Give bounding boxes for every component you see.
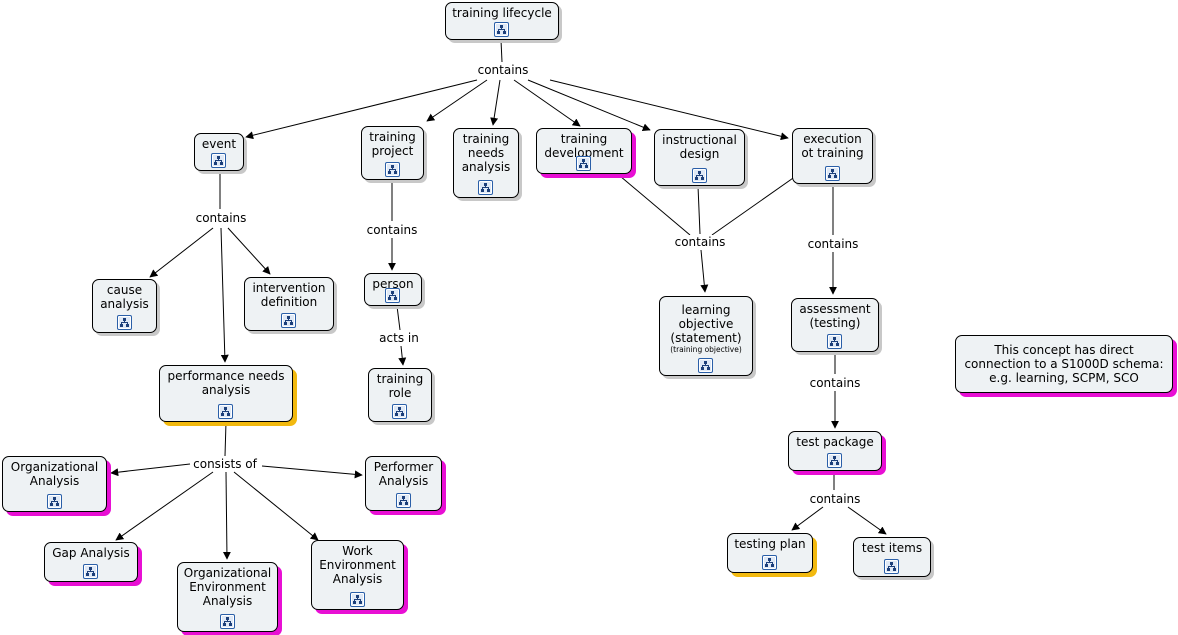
concept-map-icon[interactable] xyxy=(395,493,411,508)
concept-label: Performer Analysis xyxy=(373,460,434,488)
concept-map-icon[interactable] xyxy=(762,555,777,570)
concept-map-icon[interactable] xyxy=(218,404,233,419)
concept-label: training development xyxy=(544,132,624,160)
concept-label: Organizational Environment Analysis xyxy=(183,566,272,608)
concept-map-icon[interactable] xyxy=(884,559,899,574)
concept-map-icon[interactable] xyxy=(827,334,842,349)
concept-training-project[interactable]: training project xyxy=(361,126,424,180)
concept-map-icon[interactable] xyxy=(494,22,509,37)
concept-training-development[interactable]: training development xyxy=(536,128,632,174)
concept-label: training lifecycle xyxy=(452,6,552,20)
concept-label: training role xyxy=(376,372,424,400)
concept-label: testing plan xyxy=(734,537,806,551)
concept-label: Gap Analysis xyxy=(52,546,130,560)
concept-label: execution ot training xyxy=(801,132,864,160)
concept-map-icon[interactable] xyxy=(824,166,840,181)
concept-training-role[interactable]: training role xyxy=(368,368,432,422)
concept-label: event xyxy=(201,137,237,151)
concept-person[interactable]: person xyxy=(364,273,422,306)
link-phrase-event-contains[interactable]: contains xyxy=(193,211,249,225)
concept-map-icon[interactable] xyxy=(827,453,842,468)
concept-map-icon[interactable] xyxy=(46,494,62,509)
concept-label: test package xyxy=(796,435,874,449)
concept-map-icon[interactable] xyxy=(116,315,132,330)
link-phrase-project-contains[interactable]: contains xyxy=(364,223,420,237)
link-phrase-pna-consists-of[interactable]: consists of xyxy=(191,457,259,471)
concept-training-needs-analysis[interactable]: training needs analysis xyxy=(453,128,519,198)
concept-map-icon[interactable] xyxy=(384,162,400,177)
concept-label: intervention definition xyxy=(252,281,326,309)
concept-gap-analysis[interactable]: Gap Analysis xyxy=(44,542,138,582)
concept-map-icon[interactable] xyxy=(83,564,98,579)
concept-instructional-design[interactable]: instructional design xyxy=(654,129,745,186)
concept-sublabel: (training objective) xyxy=(670,345,742,354)
link-phrase-assessment-contains[interactable]: contains xyxy=(807,376,863,390)
concept-work-environment-analysis[interactable]: Work Environment Analysis xyxy=(311,540,404,610)
concept-map-icon[interactable] xyxy=(691,168,707,183)
concept-map-icon[interactable] xyxy=(219,614,235,629)
concept-test-items[interactable]: test items xyxy=(853,537,931,577)
link-phrase-person-acts-in[interactable]: acts in xyxy=(377,331,421,345)
concept-label: test items xyxy=(861,541,923,555)
concept-map-icon[interactable] xyxy=(281,313,296,328)
concept-label: Work Environment Analysis xyxy=(319,544,396,586)
concept-assessment[interactable]: assessment (testing) xyxy=(791,298,879,352)
concept-performer-analysis[interactable]: Performer Analysis xyxy=(365,456,442,511)
concept-cause-analysis[interactable]: cause analysis xyxy=(92,279,157,333)
link-phrase-execution-contains[interactable]: contains xyxy=(805,237,861,251)
concept-organizational-environment-analysis[interactable]: Organizational Environment Analysis xyxy=(177,562,278,632)
concept-map-icon[interactable] xyxy=(576,156,591,171)
concept-label: person xyxy=(372,277,414,291)
concept-organizational-analysis[interactable]: Organizational Analysis xyxy=(2,456,107,512)
link-phrase-lifecycle-contains[interactable]: contains xyxy=(475,63,531,77)
concept-execution-of-training[interactable]: execution ot training xyxy=(792,128,873,184)
concept-test-package[interactable]: test package xyxy=(788,431,882,471)
concept-label: assessment (testing) xyxy=(799,302,871,330)
concept-map-icon[interactable] xyxy=(698,358,713,373)
link-phrase-package-contains[interactable]: contains xyxy=(807,492,863,506)
concept-label: performance needs analysis xyxy=(167,369,285,397)
concept-event[interactable]: event xyxy=(194,133,244,171)
concept-map-icon[interactable] xyxy=(385,288,400,303)
concept-label: cause analysis xyxy=(100,283,149,311)
concept-label: Organizational Analysis xyxy=(10,460,99,488)
concept-map-icon[interactable] xyxy=(211,153,226,168)
concept-label: learning objective (statement) xyxy=(670,303,742,345)
concept-label: training project xyxy=(369,130,416,158)
concept-intervention-definition[interactable]: intervention definition xyxy=(244,277,334,331)
concept-training-lifecycle[interactable]: training lifecycle xyxy=(445,2,559,40)
concept-performance-needs-analysis[interactable]: performance needs analysis xyxy=(159,365,293,422)
link-phrase-design-contains[interactable]: contains xyxy=(672,235,728,249)
concept-label: instructional design xyxy=(662,133,737,161)
concept-label: training needs analysis xyxy=(461,132,511,174)
concept-testing-plan[interactable]: testing plan xyxy=(727,533,813,573)
legend-note: This concept has direct connection to a … xyxy=(955,335,1173,393)
concept-map-icon[interactable] xyxy=(392,404,407,419)
concept-map-icon[interactable] xyxy=(478,180,493,195)
legend-note-text: This concept has direct connection to a … xyxy=(964,343,1164,385)
concept-learning-objective[interactable]: learning objective (statement) (training… xyxy=(659,296,753,376)
concept-map-icon[interactable] xyxy=(349,592,365,607)
